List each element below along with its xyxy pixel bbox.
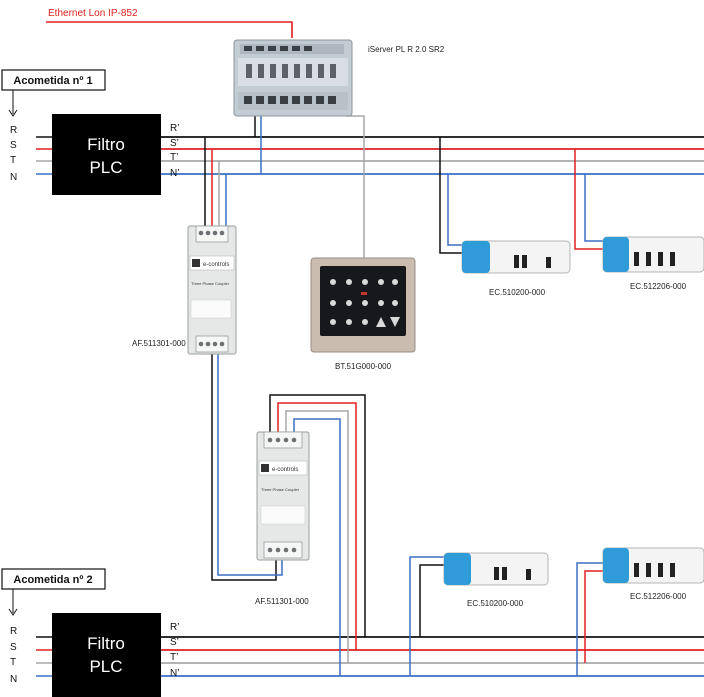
module-label: EC.510200-000 <box>489 288 546 297</box>
module-wiring <box>409 137 603 676</box>
output-label: T’ <box>170 152 178 163</box>
feed-label: Acometida nº 2 <box>13 574 92 586</box>
output-label: T’ <box>170 652 178 663</box>
filter-line1: Filtro <box>87 634 125 653</box>
bus-top <box>36 136 704 175</box>
phase-label: R <box>10 626 17 637</box>
arrow-up-icon <box>376 317 386 327</box>
coupler1-wiring <box>204 137 283 581</box>
feed-label-box <box>1 69 106 91</box>
output-label: S’ <box>170 637 179 648</box>
filter-line1: Filtro <box>87 135 125 154</box>
phase-label: S <box>10 642 17 653</box>
phase-label: R <box>10 125 17 136</box>
phase-label: T <box>10 155 16 166</box>
output-label: R’ <box>170 622 179 633</box>
iserver-device <box>233 39 353 117</box>
filter-line2: PLC <box>89 657 122 676</box>
panel-label: BT.51G000-000 <box>335 362 392 371</box>
arrow-down-icon <box>8 109 18 117</box>
filter-line2: PLC <box>89 158 122 177</box>
coupler-1: e-controls Three Phase Coupler <box>187 225 237 355</box>
output-label: S’ <box>170 138 179 149</box>
arrow-down-icon <box>8 608 18 616</box>
arrow-down-icon <box>390 317 400 327</box>
phase-label: S <box>10 140 17 151</box>
ethernet-label: Ethernet Lon IP-852 <box>48 8 138 19</box>
module-4 <box>602 547 704 584</box>
module-label: EC.512206-000 <box>630 282 687 291</box>
coupler-brand: e-controls <box>272 467 298 473</box>
iserver-label: iServer PL R 2.0 SR2 <box>368 45 445 54</box>
module-label: EC.512206-000 <box>630 592 687 601</box>
phase-label: N <box>10 674 17 685</box>
output-label: N’ <box>170 668 179 679</box>
server-wiring <box>254 115 365 258</box>
plc-filter <box>52 613 161 697</box>
coupler-2: e-controls Three Phase Coupler <box>256 431 310 561</box>
coupler-title: Three Phase Coupler <box>261 487 300 492</box>
output-label: N’ <box>170 168 179 179</box>
coupler-title: Three Phase Coupler <box>191 281 230 286</box>
coupler-label: AF.511301-000 <box>255 597 309 606</box>
phase-label: N <box>10 172 17 183</box>
feed-1: Acometida nº 1 R S T N Filtro PLC R’ S’ … <box>1 69 179 195</box>
module-1 <box>461 240 571 274</box>
coupler-label: AF.511301-000 <box>132 339 186 348</box>
ethernet-cable <box>46 21 293 38</box>
coupler2-wiring <box>269 394 366 676</box>
module-label: EC.510200-000 <box>467 599 524 608</box>
touch-panel <box>310 257 416 353</box>
module-3 <box>443 552 549 586</box>
module-2 <box>602 236 704 273</box>
phase-label: T <box>10 657 16 668</box>
output-label: R’ <box>170 123 179 134</box>
feed-label-box <box>1 568 106 590</box>
plc-filter <box>52 114 161 195</box>
feed-2: Acometida nº 2 R S T N Filtro PLC R’ S’ … <box>1 568 179 697</box>
bus-bottom <box>36 636 704 677</box>
feed-label: Acometida nº 1 <box>13 75 92 87</box>
coupler-brand: e-controls <box>203 262 229 268</box>
